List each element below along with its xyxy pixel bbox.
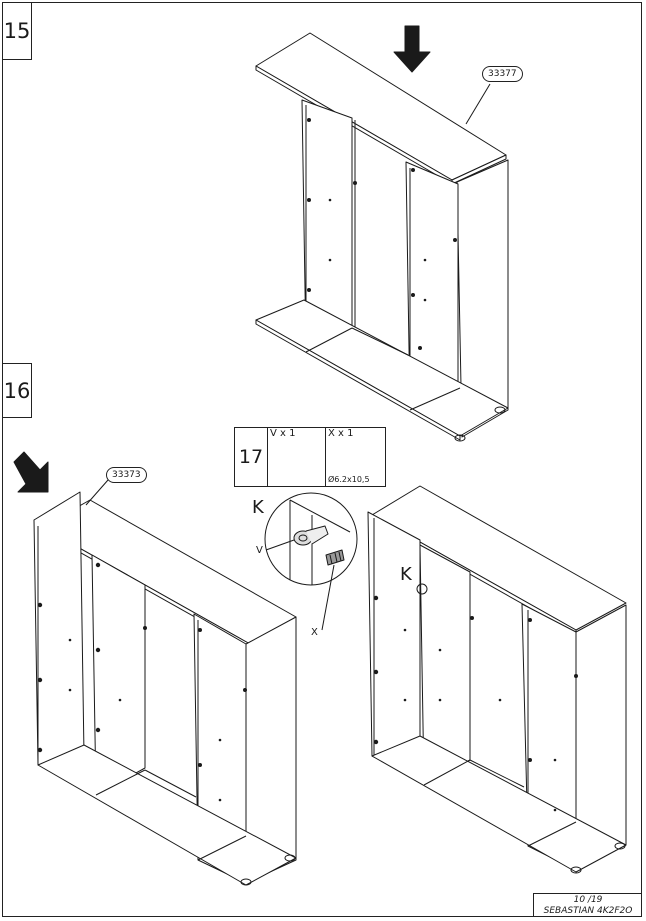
down-arrow-icon (393, 25, 431, 73)
cabinet-step16-left (33, 479, 297, 886)
cam-lock-icon (293, 525, 329, 546)
hardware-cell-v: V x 1 (267, 428, 325, 486)
hardware-x-size: Ø6.2x10,5 (328, 475, 370, 484)
cabinet-step16-right (367, 485, 627, 874)
cam-label-k-detail: K (252, 497, 264, 518)
cabinet-step15 (255, 32, 509, 442)
hardware-cell-x: X x 1 Ø6.2x10,5 (325, 428, 385, 486)
model-name: SEBASTIAN 4K2F2O (543, 906, 633, 916)
part-number-33377: 33377 (482, 66, 523, 82)
step-15-label: 15 (2, 2, 32, 60)
cam-label-k-cabinet: K (400, 564, 412, 585)
part-number-33373: 33373 (106, 467, 147, 483)
detail-magnifier (264, 492, 358, 631)
step-16-label: 16 (2, 363, 32, 418)
page-footer: 10 /19 SEBASTIAN 4K2F2O (533, 893, 642, 917)
hardware-v-qty: V x 1 (270, 428, 296, 439)
callout-x: X (311, 627, 318, 638)
diagonal-arrow-icon (13, 451, 49, 493)
screw-icon (325, 549, 345, 566)
page-number: 10 /19 (573, 895, 603, 905)
hardware-box-step17: 17 V x 1 X x 1 Ø6.2x10,5 (234, 427, 386, 487)
callout-v: V (256, 545, 263, 556)
hardware-x-qty: X x 1 (328, 428, 354, 439)
step-17-label: 17 (238, 446, 264, 468)
